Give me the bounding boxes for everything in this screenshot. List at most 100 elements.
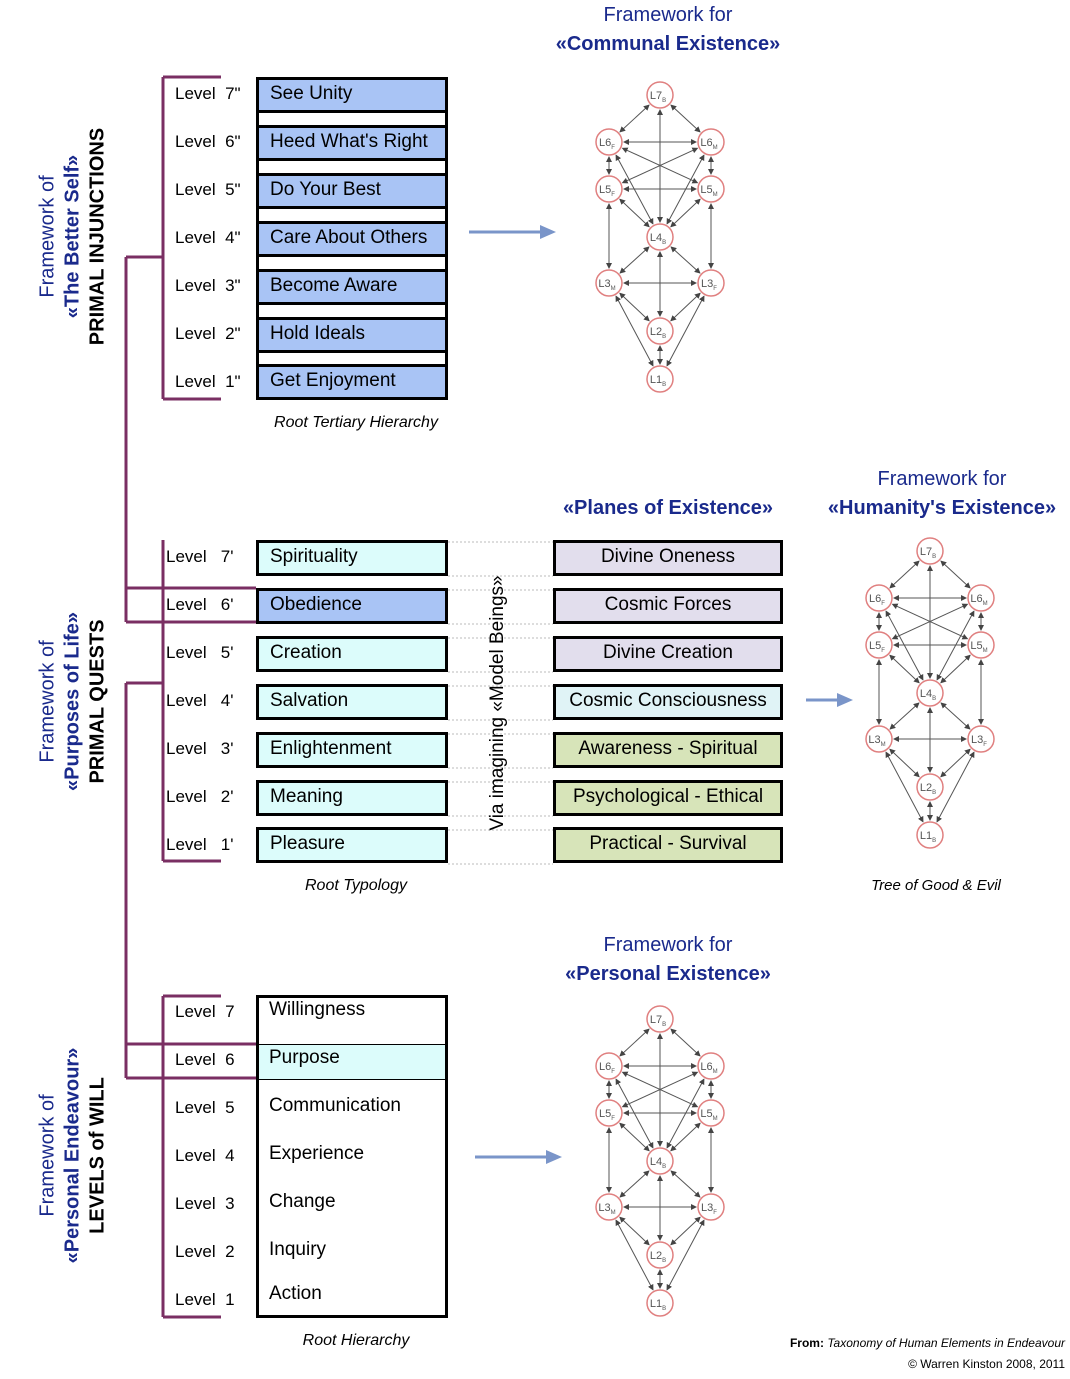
tree-node-label: L3F <box>701 1202 717 1216</box>
tree-edge <box>670 1170 701 1198</box>
tree-edge <box>619 104 650 133</box>
tree-edge <box>889 702 920 730</box>
communal-heading: Framework for «Communal Existence» <box>518 1 818 59</box>
tree-node-label: L4B <box>650 1156 666 1170</box>
tree-edge <box>619 1170 650 1198</box>
tree-edge <box>670 1028 701 1057</box>
tree-node-label: L1B <box>650 1298 666 1312</box>
level-label: Level 1" <box>175 372 241 391</box>
tree-edge <box>670 246 701 274</box>
tree-node: L5F <box>595 175 623 203</box>
level-label: Level 1' <box>166 835 234 854</box>
footer-source-line: From: Taxonomy of Human Elements in Ende… <box>640 1333 1065 1354</box>
tree-edge <box>670 198 701 228</box>
quest-box: Meaning <box>256 780 448 816</box>
level-label: Level 4' <box>166 691 234 710</box>
level-label: Level 6" <box>175 132 241 151</box>
personal-heading-line2: «Personal Existence» <box>565 963 771 985</box>
tree-edge <box>619 1028 650 1057</box>
tree-node-label: L1B <box>920 830 936 844</box>
tree-edge <box>889 654 920 684</box>
quest-box: Enlightenment <box>256 732 448 768</box>
level-label: Level 7' <box>166 547 234 566</box>
will-label: Experience <box>269 1143 365 1164</box>
plane-box: Cosmic Forces <box>553 588 783 624</box>
tree-node: L7B <box>646 1005 674 1033</box>
footer-from-label: From: <box>789 1336 824 1350</box>
tree-node: L3F <box>697 1193 725 1221</box>
level-label: Level 4" <box>175 228 241 247</box>
will-caption: Root Hierarchy <box>302 1332 410 1349</box>
tree-node: L6F <box>595 128 623 156</box>
tree-node: L4B <box>916 679 944 707</box>
will-label: Action <box>269 1283 322 1304</box>
level-label: Level 5" <box>175 180 241 199</box>
tree-node-label: L7B <box>920 546 936 560</box>
tree-node-label: L4B <box>650 232 666 246</box>
tree-node: L2B <box>916 773 944 801</box>
tree-node: L6M <box>697 1052 725 1080</box>
tree-edge <box>670 1216 701 1246</box>
level-label: Level 6' <box>166 595 234 614</box>
quest-box: Spirituality <box>256 540 448 576</box>
level-label: Level 5' <box>166 643 234 662</box>
tree-caption: Tree of Good & Evil <box>871 877 1001 894</box>
tree-edge <box>666 295 705 367</box>
tree-node-label: L7B <box>650 90 666 104</box>
level-label: Level 3' <box>166 739 234 758</box>
will-label: Inquiry <box>269 1239 327 1260</box>
tree-node: L5F <box>595 1099 623 1127</box>
footer: From: Taxonomy of Human Elements in Ende… <box>640 1333 1065 1375</box>
tree-node-label: L1B <box>650 374 666 388</box>
tree-node: L2B <box>646 317 674 345</box>
humanity-heading-line1: Framework for <box>877 468 1007 490</box>
will-label: Willingness <box>269 999 366 1020</box>
tree-node: L5F <box>865 631 893 659</box>
tree-edge <box>940 702 971 730</box>
tree-node-label: L6F <box>869 593 885 607</box>
level-label: Level 3" <box>175 276 241 295</box>
tree-edge <box>621 147 699 184</box>
level-label: Level 2" <box>175 324 241 343</box>
level-label: Level 4 <box>175 1146 235 1165</box>
quest-box: Creation <box>256 636 448 672</box>
tree-edge <box>670 1122 701 1152</box>
tree-node-label: L2B <box>920 782 936 796</box>
tree-edge <box>940 654 971 684</box>
tree-node: L6M <box>967 584 995 612</box>
injunction-box: Hold Ideals <box>256 317 448 353</box>
tree-node: L4B <box>646 1147 674 1175</box>
tree-node: L4B <box>646 223 674 251</box>
tree-node: L1B <box>646 365 674 393</box>
tree-node: L3M <box>865 725 893 753</box>
tree-edge <box>619 1122 650 1152</box>
footer-source: Taxonomy of Human Elements in Endeavour <box>827 1336 1065 1350</box>
tree-node: L5M <box>967 631 995 659</box>
level-label: Level 7" <box>175 84 241 103</box>
humanity-heading: Framework for «Humanity's Existence» <box>792 465 1070 523</box>
planes-heading: «Planes of Existence» <box>562 497 774 519</box>
tree-node-label: L6F <box>599 137 615 151</box>
tree-node: L7B <box>646 81 674 109</box>
tree-node: L6M <box>697 128 725 156</box>
tree-edge <box>615 295 654 367</box>
level-label: Level 7 <box>175 1002 235 1021</box>
tree-edge <box>891 603 969 640</box>
tree-node: L1B <box>646 1289 674 1317</box>
tree-node: L5M <box>697 1099 725 1127</box>
tree-node-label: L5F <box>599 1108 615 1122</box>
quest-box: Obedience <box>256 588 448 624</box>
tree-edge <box>889 560 920 589</box>
quests-caption: Root Typology <box>305 877 407 894</box>
tree-edge <box>619 198 650 228</box>
tree-node-label: L3F <box>971 734 987 748</box>
injunction-box: Care About Others <box>256 221 448 257</box>
level-label: Level 3 <box>175 1194 235 1213</box>
quest-box: Salvation <box>256 684 448 720</box>
injunction-box: Get Enjoyment <box>256 364 448 400</box>
injunction-box: See Unity <box>256 77 448 113</box>
